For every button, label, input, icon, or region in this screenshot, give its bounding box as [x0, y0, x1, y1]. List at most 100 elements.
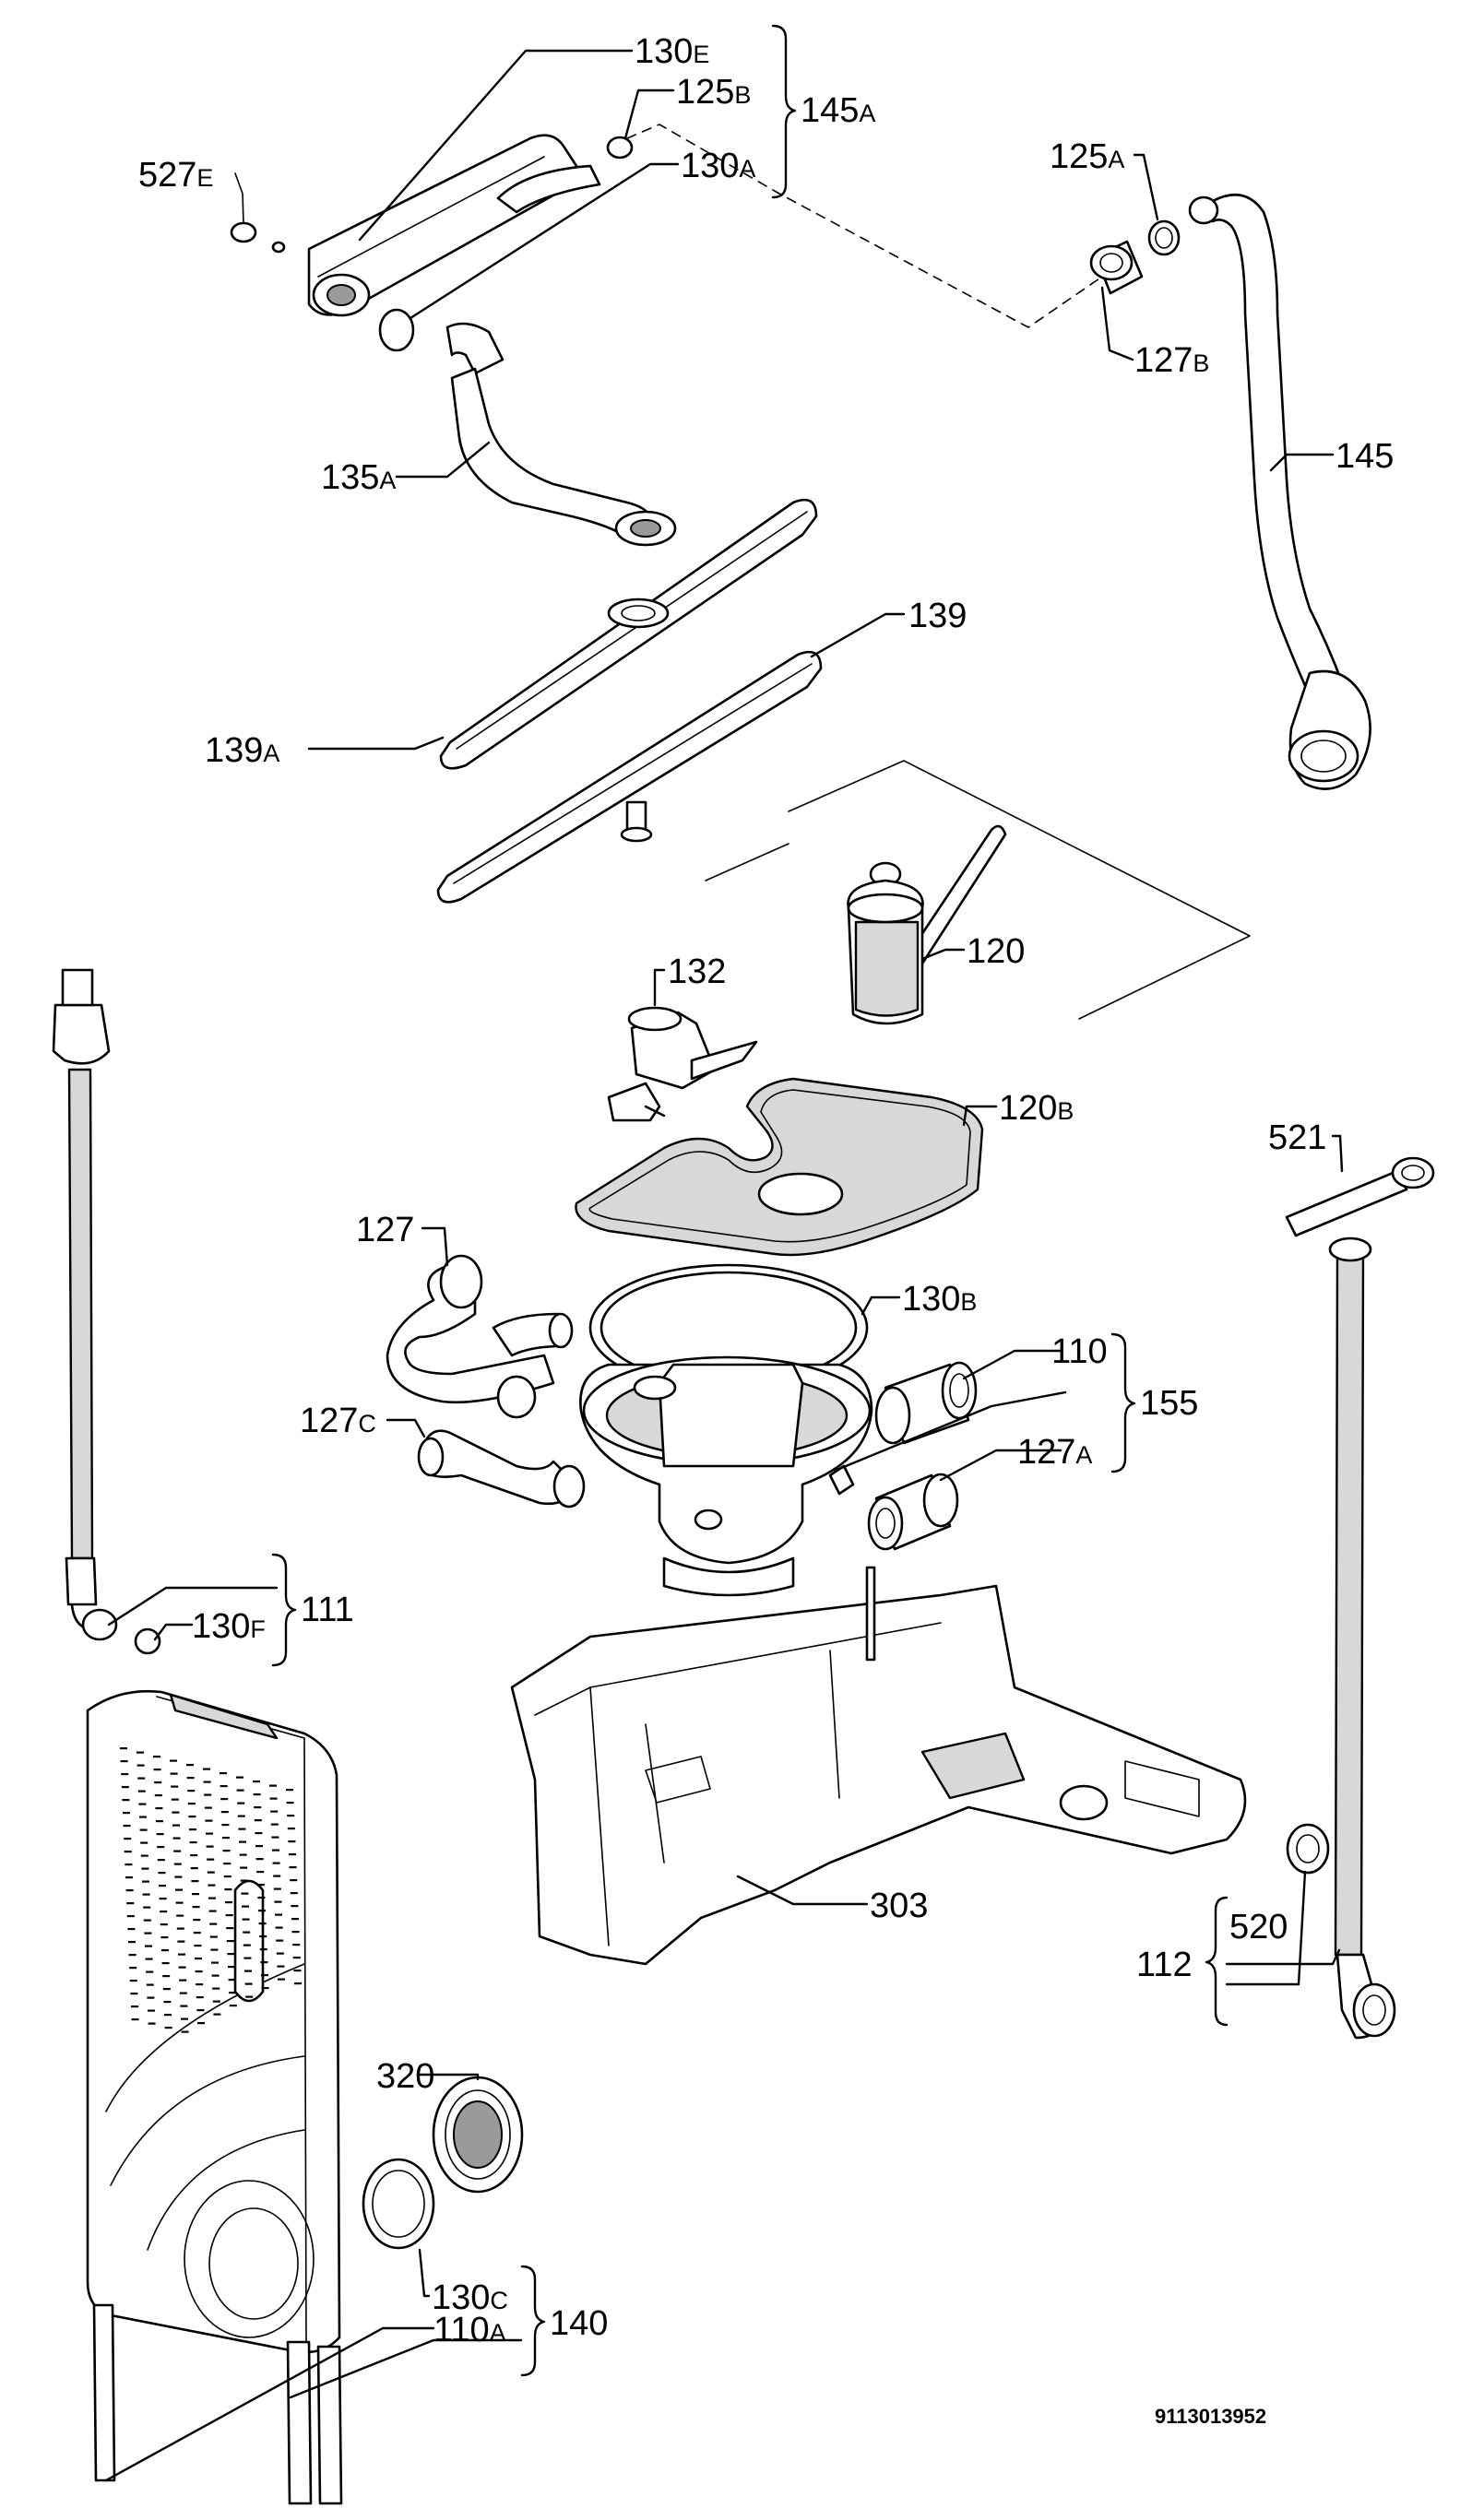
perforation-slot [187, 1803, 196, 1805]
perforation-slot [257, 1897, 266, 1899]
base-frame-303 [510, 1566, 1247, 1966]
perforation-slot [178, 1966, 186, 1969]
drain-hose-112 [1328, 1236, 1396, 2040]
perforation-slot [146, 1970, 154, 1973]
perforation-slot [228, 1966, 235, 1969]
perforation-slot [207, 1871, 215, 1874]
drain-hose-145 [1188, 194, 1371, 790]
perforation-slot [172, 1837, 181, 1840]
perforation-slot [207, 1858, 215, 1861]
perforation-slot [261, 1974, 268, 1977]
perforation-slot [148, 2022, 156, 2025]
perforation-slot [137, 1777, 146, 1780]
perforation-slot [275, 1913, 282, 1916]
perforation-slot [241, 1892, 249, 1895]
perforation-slot [203, 1781, 211, 1783]
perforation-slot [153, 1769, 161, 1771]
perforation-slot [292, 1944, 301, 1946]
perforation-slot [129, 1980, 137, 1982]
perforation-slot [163, 2001, 172, 2004]
perforation-slot [193, 1932, 201, 1934]
perforation-slot [190, 1867, 198, 1870]
perforation-slot [222, 1850, 231, 1852]
perforation-slot [156, 1833, 164, 1836]
perforation-slot [148, 2009, 155, 2012]
label-127b: 127B [1134, 341, 1209, 380]
label-130a: 130A [681, 147, 755, 185]
perforation-slot [170, 1759, 177, 1762]
dot-grid [120, 1747, 302, 2033]
perforation-slot [154, 1794, 162, 1797]
perforation-slot [259, 1948, 267, 1951]
perforation-slot [176, 1927, 184, 1930]
label-111: 111 [301, 1591, 354, 1629]
perforation-slot [139, 1816, 147, 1818]
perforation-slot [196, 1996, 204, 1999]
perforation-slot [147, 1996, 155, 1999]
perforation-slot [157, 1846, 165, 1849]
perforation-slot [242, 1918, 250, 1921]
perforation-slot [160, 1911, 168, 1913]
perforation-slot [226, 1927, 234, 1930]
perforation-slot [140, 1841, 148, 1844]
label-139a: 139A [205, 731, 279, 770]
perforation-slot [161, 1962, 170, 1965]
perforation-slot [160, 1936, 169, 1939]
perforation-slot [290, 1892, 298, 1895]
perforation-slot [223, 1875, 231, 1878]
perforation-slot [186, 1777, 195, 1780]
perforation-slot [227, 1953, 235, 1956]
perforation-slot [290, 1879, 298, 1882]
perforation-slot [196, 2009, 205, 2012]
leader-lines [104, 49, 1344, 2482]
perforation-slot [131, 2018, 139, 2021]
sump-155 [579, 1355, 873, 1597]
perforation-slot [220, 1772, 227, 1775]
perforation-slot [244, 1982, 253, 1985]
label-112: 112 [1136, 1946, 1193, 1984]
perforation-slot [275, 1926, 283, 1929]
perforation-slot [236, 1789, 244, 1792]
perforation-slot [160, 1923, 168, 1926]
braces [271, 24, 1229, 2377]
perforation-slot [273, 1887, 281, 1890]
perforation-slot [204, 1806, 212, 1809]
label-303: 303 [870, 1887, 928, 1925]
perforation-slot [243, 1957, 252, 1959]
spray-arm-139 [436, 650, 823, 904]
perforation-slot [269, 1797, 278, 1800]
label-127c: 127C [300, 1402, 376, 1440]
perforation-slot [255, 1845, 263, 1848]
perforation-slot [162, 1988, 171, 1991]
inlet-hose-111 [52, 968, 161, 1655]
perforation-slot [125, 1889, 134, 1892]
perforation-slot [255, 1858, 264, 1861]
label-320: 320 [376, 2057, 434, 2096]
perforation-slot [225, 1901, 232, 1904]
perforation-slot [204, 1793, 212, 1796]
perforation-slot [127, 1928, 136, 1931]
perforation-slot [259, 1935, 267, 1938]
perforation-slot [145, 1958, 153, 1960]
perforation-slot [170, 1772, 178, 1775]
labels: 130E 125B 130A 145A 527E 125A 127B 145 1… [138, 32, 1394, 2428]
side-panel-140 [86, 1689, 343, 2505]
perforation-slot [130, 1993, 138, 1995]
perforation-slot [272, 1849, 279, 1852]
perforation-slot [208, 1897, 216, 1899]
perforation-slot [125, 1863, 133, 1866]
perforation-slot [253, 1793, 261, 1796]
perforation-slot [173, 1863, 182, 1865]
perforation-slot [228, 1979, 236, 1982]
perforation-slot [177, 1940, 185, 1943]
label-145: 145 [1335, 437, 1394, 476]
perforation-slot [225, 1914, 233, 1917]
perforation-slot [208, 1884, 216, 1887]
perforation-slot [206, 1832, 213, 1835]
perforation-slot [240, 1879, 248, 1882]
o-ring-125b [606, 136, 634, 160]
perforation-slot [213, 2013, 221, 2016]
clamp-521 [1285, 1156, 1435, 1237]
perforation-slot [195, 1970, 203, 1973]
